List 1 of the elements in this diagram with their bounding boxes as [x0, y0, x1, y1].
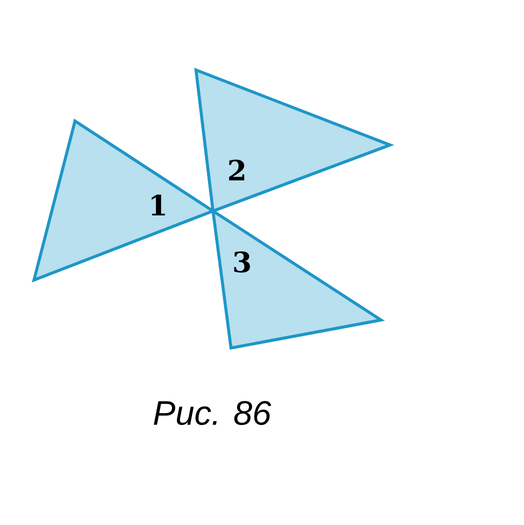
caption: Рис. 86: [154, 400, 272, 426]
